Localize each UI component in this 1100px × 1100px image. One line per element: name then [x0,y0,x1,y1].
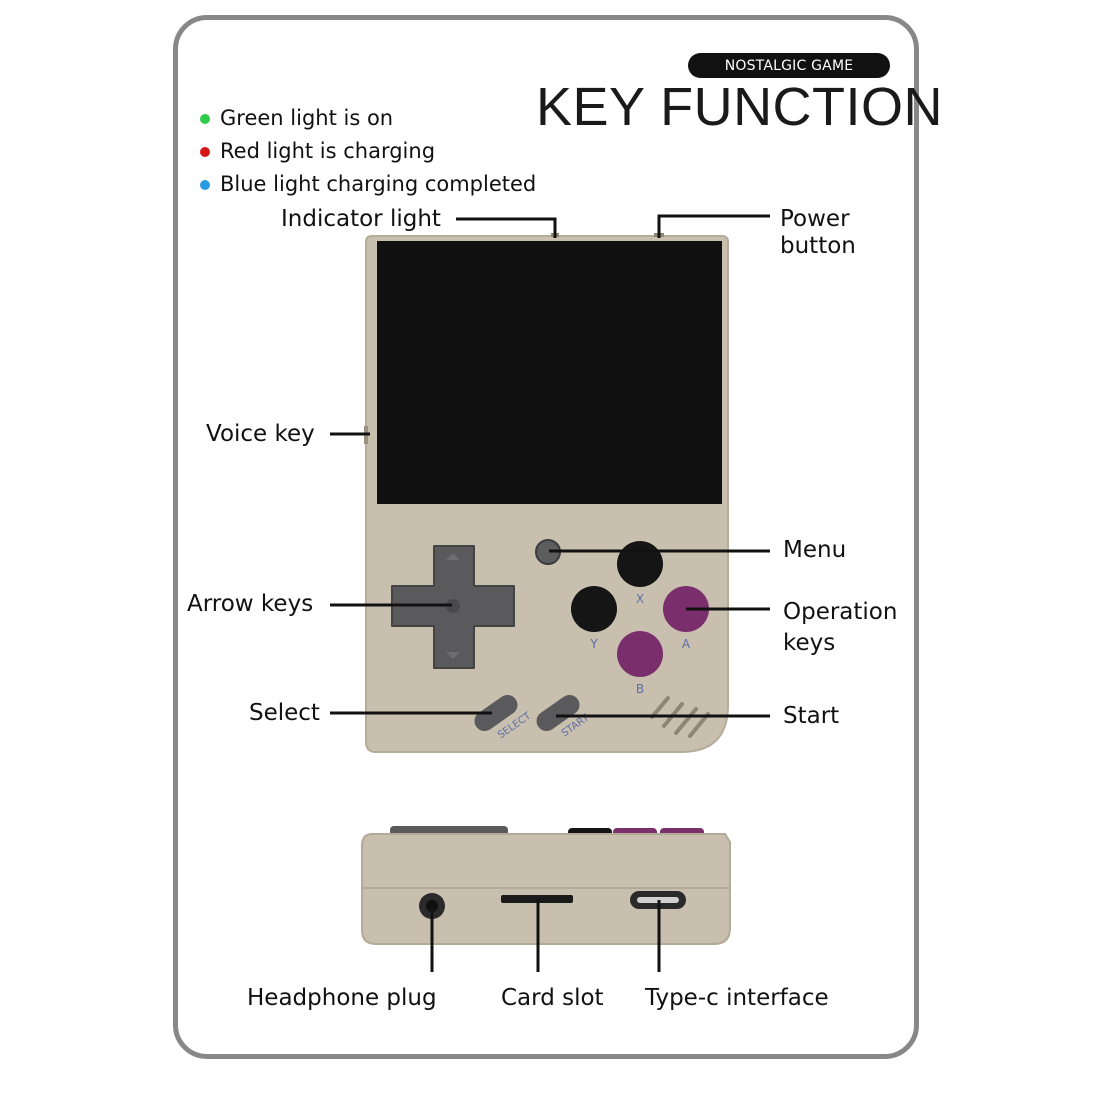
menu-label: Menu [783,537,847,563]
legend-item-blue: Blue light charging completed [200,168,536,201]
b-button [617,631,663,677]
a-button-print: A [682,637,691,651]
legend-text: Blue light charging completed [220,172,537,196]
start-label: Start [783,703,840,729]
screen [377,241,722,504]
card-slot-label: Card slot [501,985,604,1011]
legend-item-green: Green light is on [200,102,536,135]
operation-keys-label-line2: keys [783,630,836,656]
indicator-light-label: Indicator light [281,206,441,232]
console-front: X Y A B SELECT START [364,233,729,753]
indicator-light-callout [456,217,557,238]
voice-key-label: Voice key [206,421,315,447]
y-button-print: Y [589,637,598,651]
dpad [391,545,515,669]
green-dot-icon [200,113,210,124]
y-button [571,586,617,632]
start-button [536,694,580,732]
legend-item-red: Red light is charging [200,135,536,168]
select-button [474,694,518,732]
power-button-label-line1: Power [780,206,850,232]
console-bottom [361,826,731,945]
operation-keys-label-line1: Operation [783,599,898,625]
power-button-callout [657,214,770,238]
key-function-title: KEY FUNCTION [536,77,944,137]
callout-lines [330,214,770,972]
b-button-print: B [636,682,644,696]
x-button-print: X [636,592,644,606]
red-dot-icon [200,146,210,157]
blue-dot-icon [200,179,210,190]
indicator-legend: Green light is on Red light is charging … [200,102,536,201]
power-button-label-line2: button [780,233,856,259]
arrow-keys-label: Arrow keys [187,591,314,617]
typec-interface-label: Type-c interface [645,985,829,1011]
nostalgic-game-badge: NOSTALGIC GAME [688,53,890,78]
x-button [617,541,663,587]
legend-text: Red light is charging [220,139,436,163]
legend-text: Green light is on [220,106,394,130]
select-label: Select [249,700,320,726]
headphone-plug-label: Headphone plug [247,985,437,1011]
